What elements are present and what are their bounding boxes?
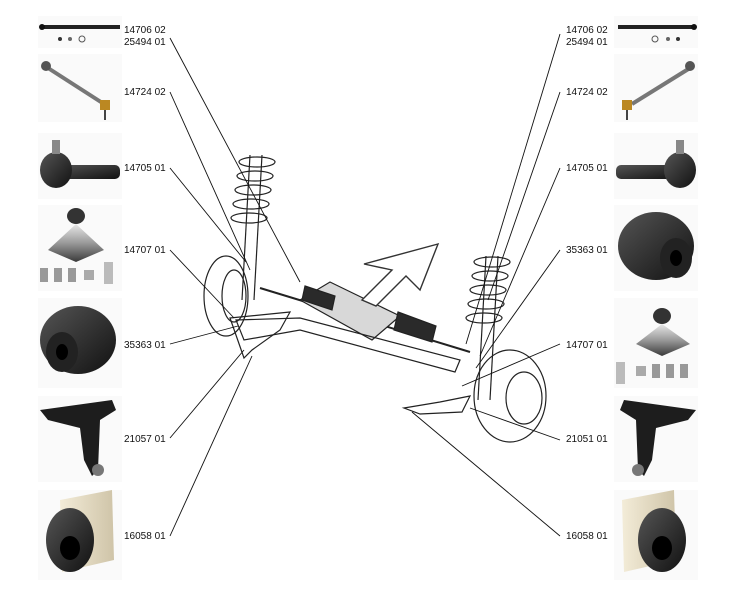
label-14706-02-right: 14706 02 bbox=[566, 25, 608, 36]
label-35363-01-right: 35363 01 bbox=[566, 245, 608, 256]
left-brake-disc bbox=[203, 255, 249, 337]
right-part-thumbnails bbox=[614, 16, 698, 580]
left-part-labels: 14706 02 25494 01 14724 02 14705 01 1470… bbox=[124, 25, 166, 542]
label-25494-01-left: 25494 01 bbox=[124, 37, 166, 48]
stabilizer-link-icon bbox=[614, 54, 698, 122]
tie-rod-icon bbox=[614, 16, 698, 48]
control-arm-icon bbox=[614, 396, 698, 482]
label-14705-01-left: 14705 01 bbox=[124, 163, 166, 174]
label-14706-02-left: 14706 02 bbox=[124, 25, 166, 36]
steering-rack bbox=[259, 281, 471, 353]
label-21051-01-right: 21051 01 bbox=[566, 434, 608, 445]
right-lower-arm bbox=[401, 395, 472, 415]
bushing-large-icon bbox=[614, 490, 698, 580]
left-part-thumbnails bbox=[38, 16, 122, 580]
right-part-labels: 14706 02 25494 01 14724 02 14705 01 3536… bbox=[566, 25, 608, 542]
left-strut bbox=[230, 154, 276, 301]
tie-rod-end-icon bbox=[38, 133, 122, 199]
direction-arrow bbox=[360, 242, 440, 307]
label-14724-02-left: 14724 02 bbox=[124, 87, 166, 98]
right-strut bbox=[465, 255, 511, 401]
ball-joint-kit-icon bbox=[614, 298, 698, 388]
tie-rod-end-icon bbox=[614, 133, 698, 199]
stabilizer-link-icon bbox=[38, 54, 122, 122]
crossmember bbox=[235, 317, 461, 373]
label-25494-01-right: 25494 01 bbox=[566, 37, 608, 48]
control-arm-icon bbox=[38, 396, 122, 482]
front-axle-assembly bbox=[203, 154, 547, 443]
ball-joint-kit-icon bbox=[38, 205, 122, 291]
right-brake-disc bbox=[473, 349, 547, 443]
label-14707-01-right: 14707 01 bbox=[566, 340, 608, 351]
label-16058-01-right: 16058 01 bbox=[566, 531, 608, 542]
left-lower-arm bbox=[229, 311, 292, 360]
label-14724-02-right: 14724 02 bbox=[566, 87, 608, 98]
label-14707-01-left: 14707 01 bbox=[124, 245, 166, 256]
leader-lines bbox=[169, 33, 561, 537]
tie-rod-icon bbox=[38, 16, 122, 48]
label-16058-01-left: 16058 01 bbox=[124, 531, 166, 542]
bushing-icon bbox=[614, 205, 698, 291]
label-35363-01-left: 35363 01 bbox=[124, 340, 166, 351]
label-14705-01-right: 14705 01 bbox=[566, 163, 608, 174]
bushing-icon bbox=[38, 298, 122, 388]
label-21057-01-left: 21057 01 bbox=[124, 434, 166, 445]
bushing-large-icon bbox=[38, 490, 122, 580]
